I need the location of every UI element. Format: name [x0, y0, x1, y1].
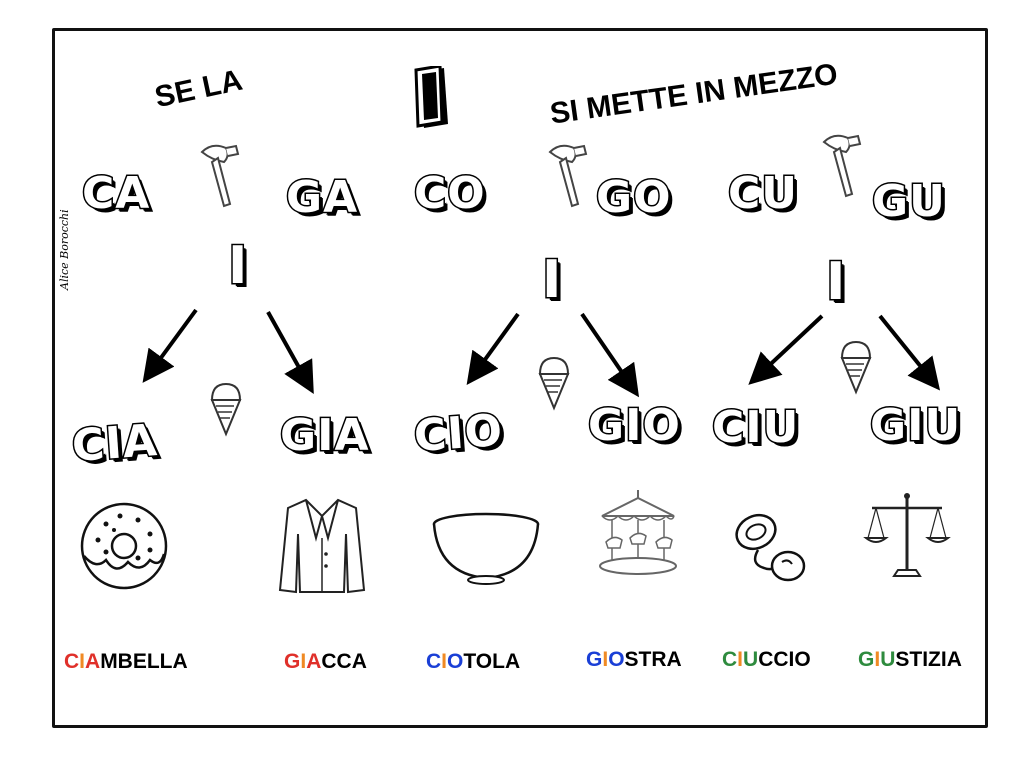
- connector-letter-i: I: [824, 251, 847, 314]
- combo-gia: GIA: [279, 409, 371, 463]
- word-giostra: GIOSTRA: [586, 648, 682, 672]
- word-ciuccio: CIUCCIO: [722, 648, 811, 672]
- word-rest: CCIO: [758, 648, 811, 671]
- combo-cio: CIO: [411, 403, 506, 463]
- word-prefix: CIU: [722, 648, 758, 671]
- word-prefix-letter: G: [284, 650, 301, 673]
- word-prefix-letter: I: [874, 648, 881, 671]
- page-border: [52, 28, 988, 728]
- word-prefix-letter: A: [85, 650, 101, 673]
- donut-icon: [80, 502, 168, 590]
- word-giustizia: GIUSTIZIA: [858, 648, 962, 672]
- ice-cream-icon: [538, 356, 570, 411]
- word-rest: STIZIA: [895, 648, 962, 671]
- syllable-go: GO: [595, 171, 673, 225]
- word-prefix-letter: I: [602, 648, 609, 671]
- word-prefix: GIO: [586, 648, 625, 671]
- word-prefix: GIA: [284, 650, 321, 673]
- arrow-icon: [142, 308, 941, 398]
- carousel-icon: [599, 490, 677, 575]
- hammer-icon: [200, 144, 240, 208]
- hammer-icon: [822, 134, 862, 198]
- word-rest: CCA: [321, 650, 367, 673]
- word-prefix-letter: I: [737, 648, 744, 671]
- word-prefix-letter: O: [608, 648, 625, 671]
- word-prefix-letter: O: [447, 650, 464, 673]
- word-giacca: GIACCA: [284, 650, 367, 674]
- ice-cream-icon: [210, 382, 242, 437]
- word-prefix-letter: U: [880, 648, 896, 671]
- combo-cia: CIA: [69, 414, 161, 474]
- word-prefix: GIU: [858, 648, 895, 671]
- signature: Alice Borocchi: [58, 209, 71, 290]
- word-prefix-letter: C: [722, 648, 738, 671]
- heading-letter-i: [414, 66, 448, 128]
- combo-gio: GIO: [587, 399, 682, 453]
- hammer-icon: [548, 144, 588, 208]
- syllable-ga: GA: [284, 171, 359, 225]
- combo-giu: GIU: [868, 399, 962, 453]
- word-prefix-letter: G: [586, 648, 603, 671]
- word-rest: STRA: [624, 648, 682, 671]
- bowl-icon: [432, 512, 540, 585]
- word-prefix: CIA: [64, 650, 100, 673]
- word-rest: TOLA: [463, 650, 521, 673]
- syllable-ca: CA: [80, 167, 151, 221]
- word-prefix: CIO: [426, 650, 463, 673]
- word-prefix-letter: I: [300, 650, 307, 673]
- ice-cream-icon: [840, 340, 872, 395]
- syllable-cu: CU: [726, 167, 799, 221]
- word-prefix-letter: C: [64, 650, 80, 673]
- word-prefix-letter: G: [858, 648, 875, 671]
- word-prefix-letter: I: [441, 650, 448, 673]
- syllable-co: CO: [413, 167, 487, 221]
- word-prefix-letter: C: [426, 650, 442, 673]
- word-prefix-letter: I: [79, 650, 86, 673]
- combo-ciu: CIU: [710, 401, 800, 455]
- scale-icon: [863, 493, 951, 577]
- word-rest: MBELLA: [100, 650, 188, 673]
- connector-letter-i: I: [540, 249, 563, 312]
- word-prefix-letter: A: [306, 650, 322, 673]
- word-prefix-letter: U: [743, 648, 759, 671]
- connector-letter-i: I: [226, 235, 249, 298]
- syllable-gu: GU: [871, 175, 947, 229]
- word-ciambella: CIAMBELLA: [64, 650, 188, 674]
- pacifier-icon: [735, 513, 806, 582]
- word-ciotola: CIOTOLA: [426, 650, 520, 674]
- jacket-icon: [278, 498, 366, 594]
